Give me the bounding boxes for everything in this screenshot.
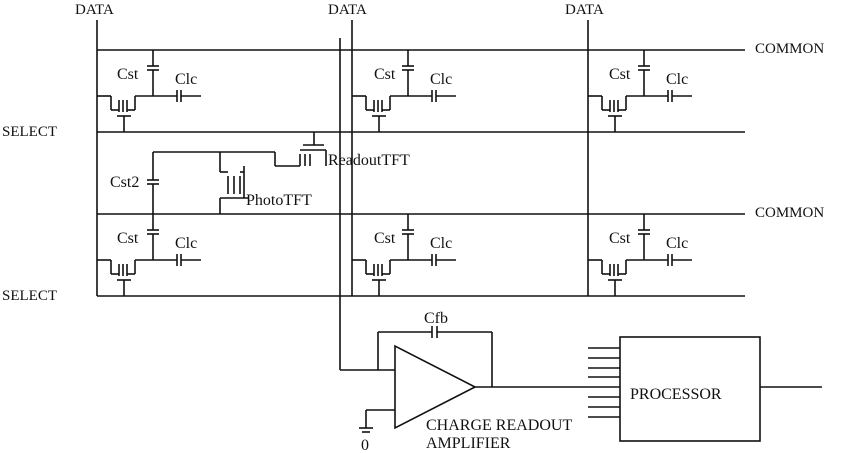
cst-label: Cst xyxy=(117,230,139,247)
common-label-2: COMMON xyxy=(755,205,824,221)
pixel-cell-r1-c3: Cst Clc xyxy=(588,50,692,132)
data-label-2: DATA xyxy=(328,2,367,18)
processor-block: PROCESSOR xyxy=(620,337,760,441)
common-label-1: COMMON xyxy=(755,41,824,57)
pixel-cell-r2-c3: Cst Clc xyxy=(588,214,692,296)
clc-label: Clc xyxy=(666,71,688,88)
ground-label: 0 xyxy=(361,437,369,453)
cst-label: Cst xyxy=(117,66,139,83)
cst-label: Cst xyxy=(374,66,396,83)
photo-tft-label: PhotoTFT xyxy=(246,192,312,209)
pixel-cell-r1-c2: Cst Clc xyxy=(352,50,456,132)
processor-label: PROCESSOR xyxy=(630,386,722,403)
cst-label: Cst xyxy=(609,230,631,247)
pixel-cell-r2-c1: Cst Clc xyxy=(97,214,201,296)
charge-readout-amplifier: Cfb 0 CHARGE READOUT AMPLIFIER xyxy=(359,310,572,453)
amplifier-label-line2: AMPLIFIER xyxy=(426,435,511,452)
select-label-2: SELECT xyxy=(2,288,57,304)
cfb-label: Cfb xyxy=(424,310,448,327)
processor-input-lines xyxy=(588,348,620,417)
data-label-1: DATA xyxy=(75,2,114,18)
amplifier-label-line1: CHARGE READOUT xyxy=(426,417,572,434)
cst2-label: Cst2 xyxy=(110,174,139,191)
pixel-cell-r1-c1: Cst Clc xyxy=(97,50,201,132)
clc-label: Clc xyxy=(430,71,452,88)
pixel-cell-r2-c2: Cst Clc xyxy=(352,214,456,296)
data-label-3: DATA xyxy=(565,2,604,18)
clc-label: Clc xyxy=(430,235,452,252)
select-label-1: SELECT xyxy=(2,124,57,140)
clc-label: Clc xyxy=(175,71,197,88)
photo-sensor-circuit: Cst2 ReadoutTFT PhotoTFT xyxy=(110,132,410,214)
cst-label: Cst xyxy=(609,66,631,83)
cst-label: Cst xyxy=(374,230,396,247)
clc-label: Clc xyxy=(175,235,197,252)
amplifier-symbol xyxy=(395,346,475,428)
clc-label: Clc xyxy=(666,235,688,252)
